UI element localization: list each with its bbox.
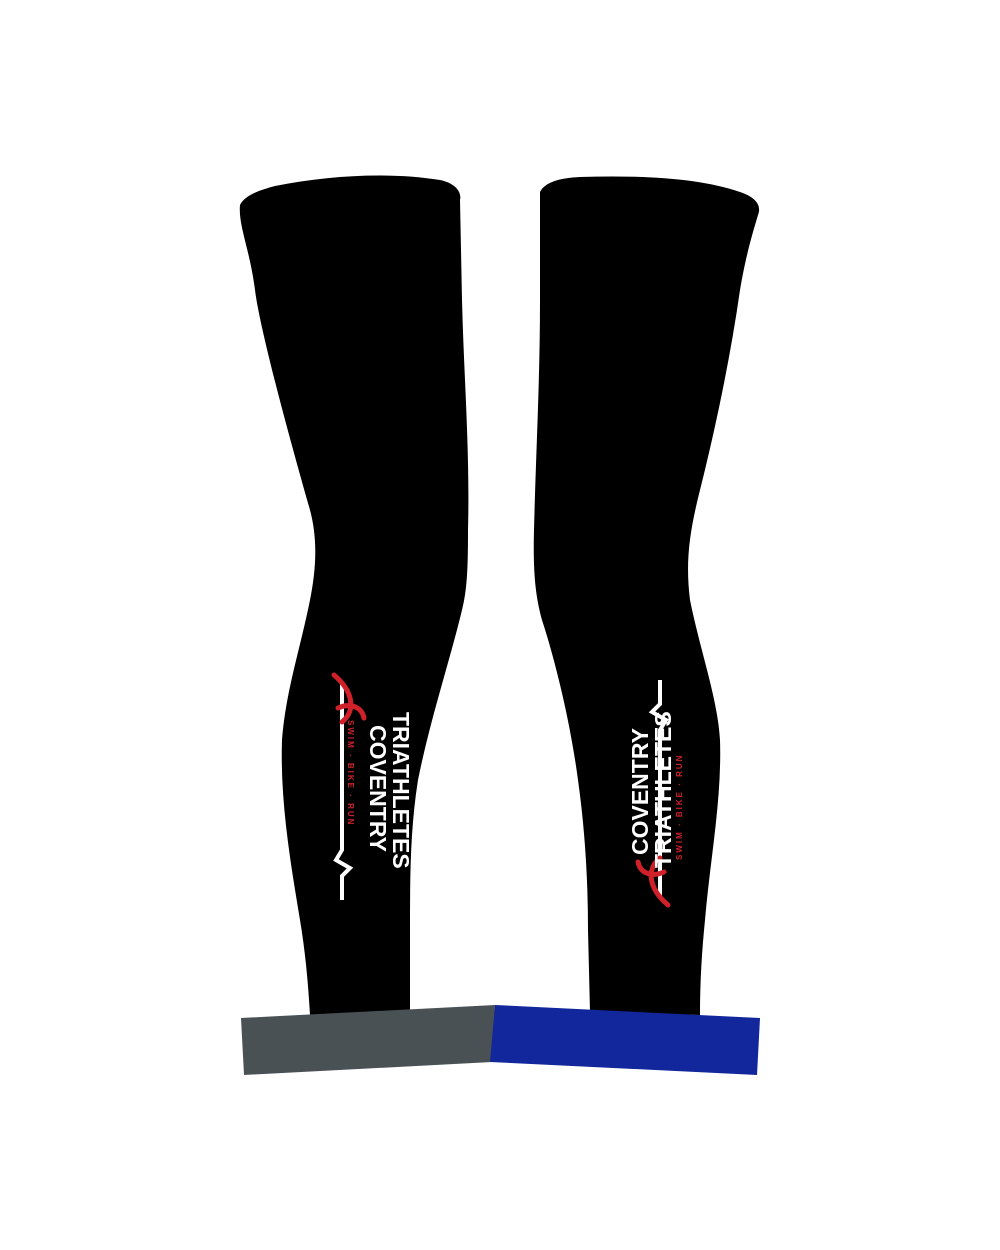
logo-line2: TRIATHLETES (650, 711, 676, 868)
logo-tagline: SWIM · BIKE · RUN (675, 754, 684, 860)
right-cuff (490, 1005, 760, 1075)
heartbeat-line-icon (333, 682, 354, 900)
left-cuff (241, 1005, 495, 1075)
left-leg-warmer (239, 175, 469, 1016)
logo-line1: COVENTRY (365, 725, 391, 852)
runner-swoosh-icon (635, 855, 671, 908)
logo-line2: TRIATHLETES (388, 712, 414, 869)
runner-swoosh-icon (331, 672, 367, 725)
logo-tagline: SWIM · BIKE · RUN (346, 720, 355, 826)
right-logo: COVENTRY TRIATHLETES SWIM · BIKE · RUN (627, 680, 684, 908)
right-leg-warmer (533, 176, 760, 1016)
left-logo: COVENTRY TRIATHLETES SWIM · BIKE · RUN (331, 672, 414, 900)
logo-line1: COVENTRY (627, 728, 653, 855)
heartbeat-line-icon (648, 680, 669, 898)
